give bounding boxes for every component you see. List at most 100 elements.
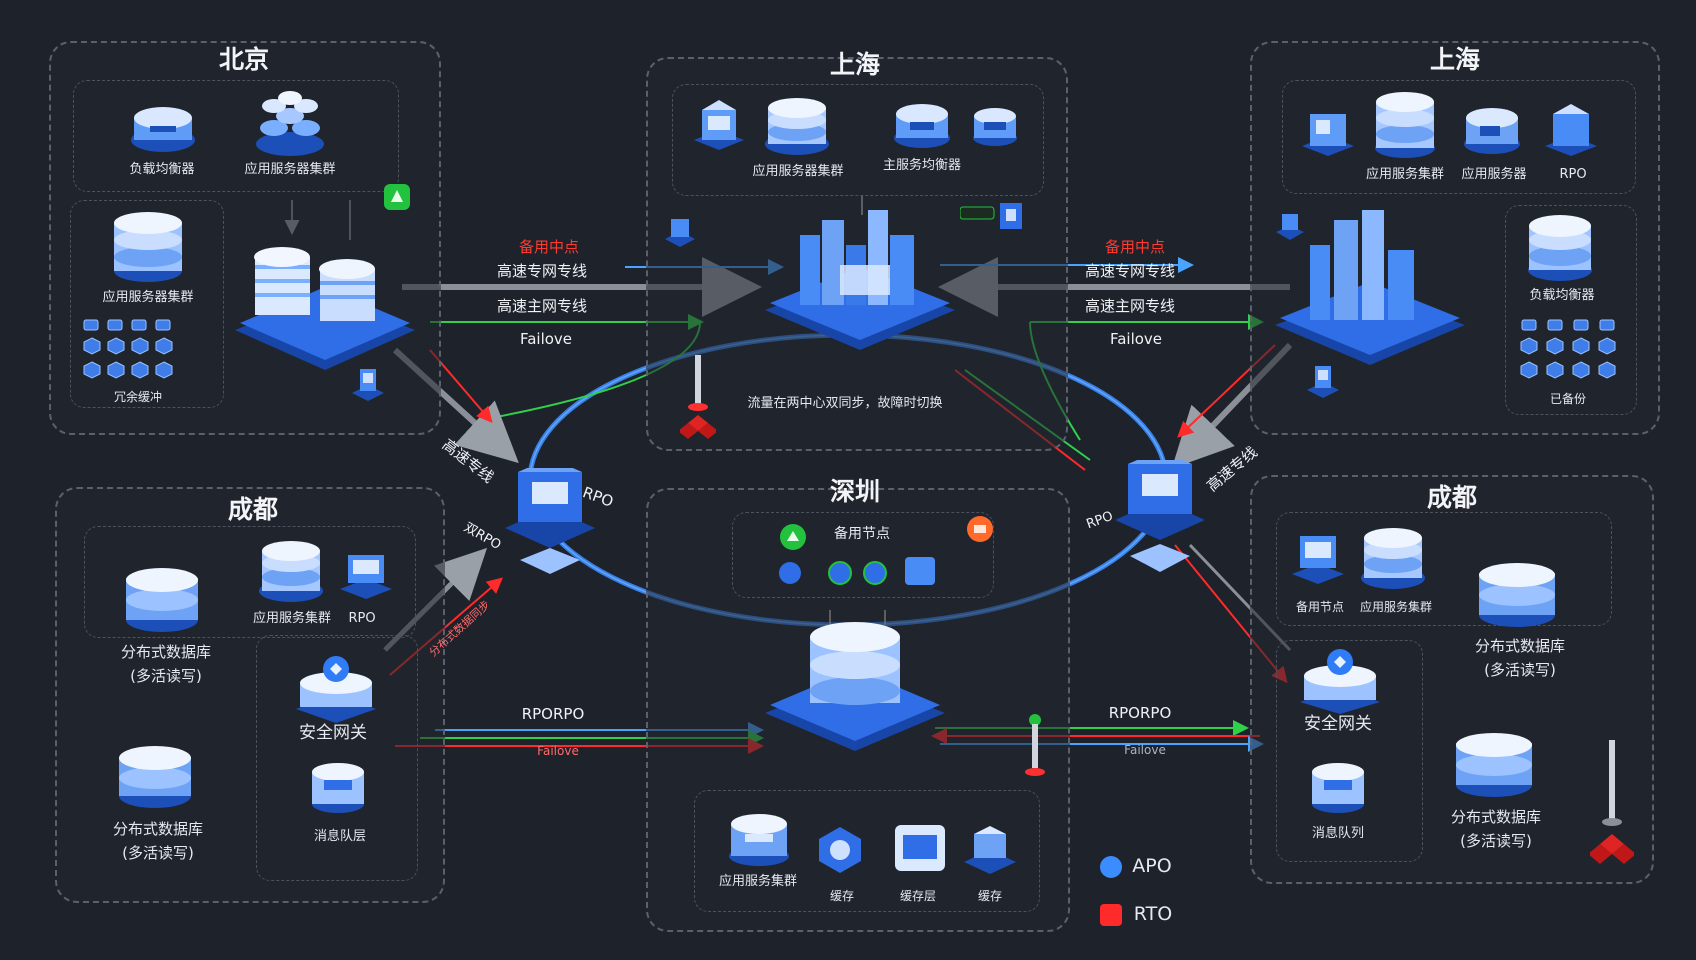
beijing-server-cluster-icon — [256, 91, 324, 156]
left-line1-label: 高速专网专线 — [496, 262, 588, 280]
beijing-title: 北京 — [218, 45, 270, 74]
shanghai-right-rpo-label: RPO — [1559, 167, 1587, 182]
shanghai-right-small-icons — [1520, 319, 1616, 379]
beijing-small-icons — [83, 319, 173, 379]
shenzhen-title: 深圳 — [829, 477, 881, 506]
bottom-left-fail-label: Failove — [537, 744, 579, 758]
left-failover-label: Failove — [519, 330, 573, 348]
beijing-green-node-icon — [384, 184, 410, 210]
shanghai-right-building-icon — [1302, 114, 1354, 156]
chengdu-left-db1-icon — [126, 568, 198, 632]
right-line1-label: 高速专网专线 — [1084, 262, 1176, 280]
bottom-antenna-icon — [1025, 714, 1045, 776]
relay-node-left-icon — [505, 468, 595, 574]
shenzhen-app-cluster-icon — [729, 814, 789, 866]
beijing-db-stack-icon — [114, 212, 182, 282]
shenzhen-node-icons — [779, 557, 935, 585]
chengdu-left-rpo-label: RPO — [348, 611, 376, 626]
chengdu-left-right-panel — [256, 635, 418, 881]
chengdu-right-left-panel — [1276, 640, 1423, 862]
shanghai-mid-note: 流量在两中心双同步，故障时切换 — [747, 396, 943, 411]
chengdu-right-antenna-icon — [1590, 740, 1634, 864]
shanghai-mid-green-badge-icon — [960, 203, 1022, 229]
relay-node-right-icon — [1115, 460, 1205, 572]
shenzhen-top-panel — [732, 512, 994, 598]
shanghai-mid-db-icon — [973, 108, 1017, 146]
shenzhen-orange-icon — [967, 516, 993, 542]
chengdu-left-gateway-label: 安全网关 — [299, 723, 367, 743]
shanghai-right-platform-icon — [1275, 210, 1465, 365]
chengdu-left-db2-sub: (多活读写) — [122, 844, 194, 862]
shenzhen-cache2-label: 缓存 — [977, 889, 1003, 903]
right-line2-label: 高速主网专线 — [1084, 297, 1176, 315]
chengdu-right-gateway-label: 安全网关 — [1304, 714, 1372, 734]
legend-apo-label: APO — [1132, 855, 1172, 877]
chengdu-left-cluster-icon — [259, 541, 323, 602]
beijing-misc-label: 冗余缓冲 — [113, 390, 163, 404]
shanghai-right-server-icon — [1464, 108, 1520, 154]
beijing-top-panel — [73, 80, 399, 192]
legend-rto-label: RTO — [1133, 903, 1173, 925]
shanghai-right-cluster-icon — [1375, 92, 1435, 158]
shenzhen-cache1-label: 缓存 — [829, 889, 855, 903]
beijing-platform-icon — [235, 247, 415, 370]
chengdu-right-mq-icon — [1312, 763, 1364, 813]
left-line2-label: 高速主网专线 — [496, 297, 588, 315]
chengdu-right-db2-label: 分布式数据库 — [1450, 808, 1542, 826]
chengdu-right-backup-label: 备用节点 — [1295, 600, 1345, 614]
chengdu-left-db2-label: 分布式数据库 — [112, 820, 204, 838]
shanghai-right-misc-label: 已备份 — [1549, 392, 1587, 406]
chengdu-left-mq-icon — [312, 763, 364, 813]
chengdu-left-title: 成都 — [227, 495, 279, 524]
shanghai-mid-antenna-icon — [680, 355, 716, 439]
bottom-right-fail-label: Failove — [1124, 743, 1166, 757]
shanghai-mid-lb-icon — [894, 104, 950, 148]
shanghai-right-lb-label: 负载均衡器 — [1529, 288, 1595, 303]
chengdu-left-app-cluster-label: 应用服务集群 — [252, 611, 332, 626]
chengdu-right-gateway-icon — [1300, 649, 1380, 714]
chengdu-right-title: 成都 — [1426, 483, 1478, 512]
shanghai-right-app-server-label: 应用服务器 — [1461, 167, 1527, 182]
shanghai-mid-top-panel — [672, 84, 1044, 196]
chengdu-right-top-panel — [1276, 512, 1612, 626]
shanghai-mid-building-icon — [694, 100, 744, 150]
chengdu-left-gateway-icon — [296, 656, 376, 723]
shenzhen-green-icon — [780, 524, 806, 550]
beijing-lb-label: 负载均衡器 — [129, 162, 195, 177]
shenzhen-backup-node-label: 备用节点 — [834, 526, 890, 542]
chengdu-right-db2-sub: (多活读写) — [1460, 832, 1532, 850]
beijing-app-cluster-top-label: 应用服务器集群 — [244, 162, 336, 177]
legend-rto-swatch — [1100, 904, 1122, 926]
right-backup-label: 备用中点 — [1104, 238, 1166, 256]
chengdu-left-db1-label: 分布式数据库 — [120, 643, 212, 661]
shenzhen-storage-icon — [895, 825, 945, 871]
chengdu-left-rpo-icon — [340, 555, 392, 599]
shanghai-right-rpo-icon — [1545, 104, 1597, 156]
shenzhen-storage-label: 缓存层 — [899, 889, 937, 903]
shanghai-right-small-node-icon — [1276, 214, 1304, 240]
chengdu-left-top-panel — [84, 526, 416, 638]
beijing-lb-icon — [131, 107, 195, 152]
chengdu-left-db2-icon — [119, 746, 191, 808]
right-failover-label: Failove — [1109, 330, 1163, 348]
beijing-left-panel — [70, 200, 224, 408]
chengdu-right-db2-icon — [1456, 733, 1532, 797]
shanghai-right-device-icon — [1307, 366, 1339, 398]
shenzhen-cache2-icon — [964, 826, 1016, 874]
shenzhen-app-cluster-label: 应用服务集群 — [718, 874, 798, 889]
chengdu-left-db1-sub: (多活读写) — [130, 667, 202, 685]
shenzhen-bottom-panel — [694, 790, 1040, 912]
chengdu-right-mq-label: 消息队列 — [1311, 826, 1365, 841]
shenzhen-cache1-icon — [819, 827, 861, 873]
shanghai-right-lb-icon — [1528, 215, 1592, 281]
left-backup-label: 备用中点 — [518, 238, 580, 256]
legend-apo-swatch — [1100, 856, 1122, 878]
shanghai-mid-app-cluster-label: 应用服务器集群 — [752, 164, 844, 179]
beijing-app-cluster-left-label: 应用服务器集群 — [102, 290, 194, 305]
chengdu-right-cluster-icon — [1361, 528, 1425, 589]
chengdu-right-db1-icon — [1479, 563, 1555, 627]
shanghai-mid-platform-icon — [765, 210, 955, 350]
chengdu-left-mq-label: 消息队层 — [313, 829, 367, 844]
bottom-left-rpo-label: RPORPO — [521, 705, 585, 723]
shanghai-mid-title: 上海 — [829, 50, 881, 79]
